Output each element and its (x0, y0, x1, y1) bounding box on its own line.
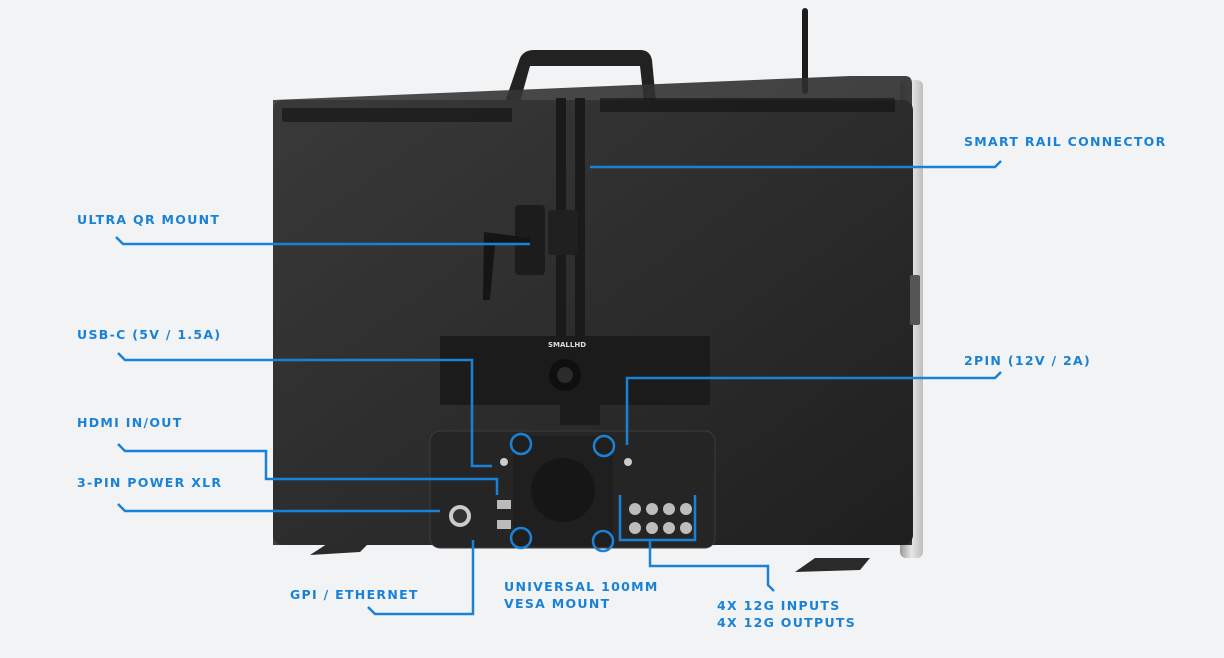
callout-vesa-2: VESA MOUNT (504, 596, 611, 611)
sdi-ports (629, 503, 692, 534)
callout-two-pin: 2PIN (12V / 2A) (964, 353, 1091, 368)
hdmi-port (497, 500, 511, 509)
left-foot (310, 542, 370, 555)
callout-smart-rail: SMART RAIL CONNECTOR (964, 134, 1167, 149)
carry-handle (505, 50, 656, 102)
side-controls (910, 275, 920, 325)
callout-sdi-1: 4X 12G INPUTS (717, 598, 841, 613)
usb-c-port (500, 458, 508, 466)
antenna (802, 8, 808, 94)
callout-lines (115, 160, 1002, 616)
right-foot (795, 558, 870, 572)
brand-logo: SMALLHD (548, 341, 586, 349)
callout-xlr: 3-PIN POWER XLR (77, 475, 223, 490)
two-pin-port (624, 458, 632, 466)
fan-grille (531, 458, 595, 522)
vesa-hole-markers (509, 432, 616, 553)
callout-hdmi: HDMI IN/OUT (77, 415, 183, 430)
top-vents (282, 98, 895, 122)
callout-vesa-1: UNIVERSAL 100MM (504, 579, 659, 594)
callout-usb-c: USB-C (5V / 1.5A) (77, 327, 222, 342)
callout-gpi: GPI / ETHERNET (290, 587, 419, 602)
callout-ultra-qr: ULTRA QR MOUNT (77, 212, 221, 227)
callout-sdi-2: 4X 12G OUTPUTS (717, 615, 857, 630)
